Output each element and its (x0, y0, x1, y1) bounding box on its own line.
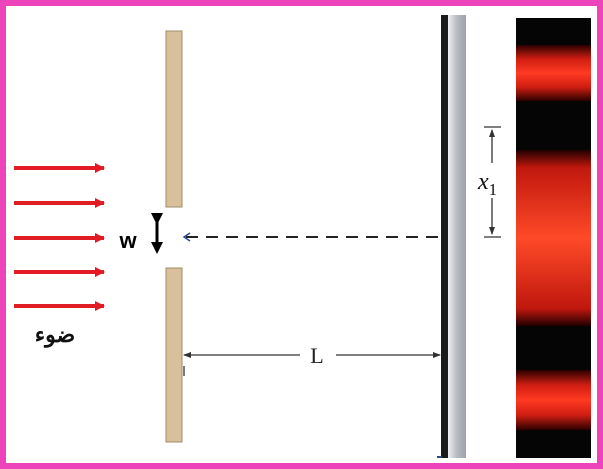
light-arrows (14, 163, 105, 311)
screen-panel (448, 15, 466, 458)
light-label: ضوء (35, 322, 75, 348)
bright-fringe-bottom (516, 370, 591, 430)
screen-edge (441, 15, 448, 458)
fringe-label-symbol: x (477, 169, 489, 195)
slit-barrier-top (165, 30, 183, 208)
central-maximum (516, 150, 591, 326)
diffraction-pattern (516, 18, 591, 458)
axis-tick (182, 232, 191, 242)
fringe-label: x1 (477, 169, 497, 199)
fringe-label-subscript: 1 (489, 180, 498, 199)
distance-label: L (310, 343, 323, 368)
slit-width-label: w (118, 228, 137, 253)
bright-fringe-top (516, 45, 591, 101)
slit-barrier-bottom (165, 267, 183, 443)
